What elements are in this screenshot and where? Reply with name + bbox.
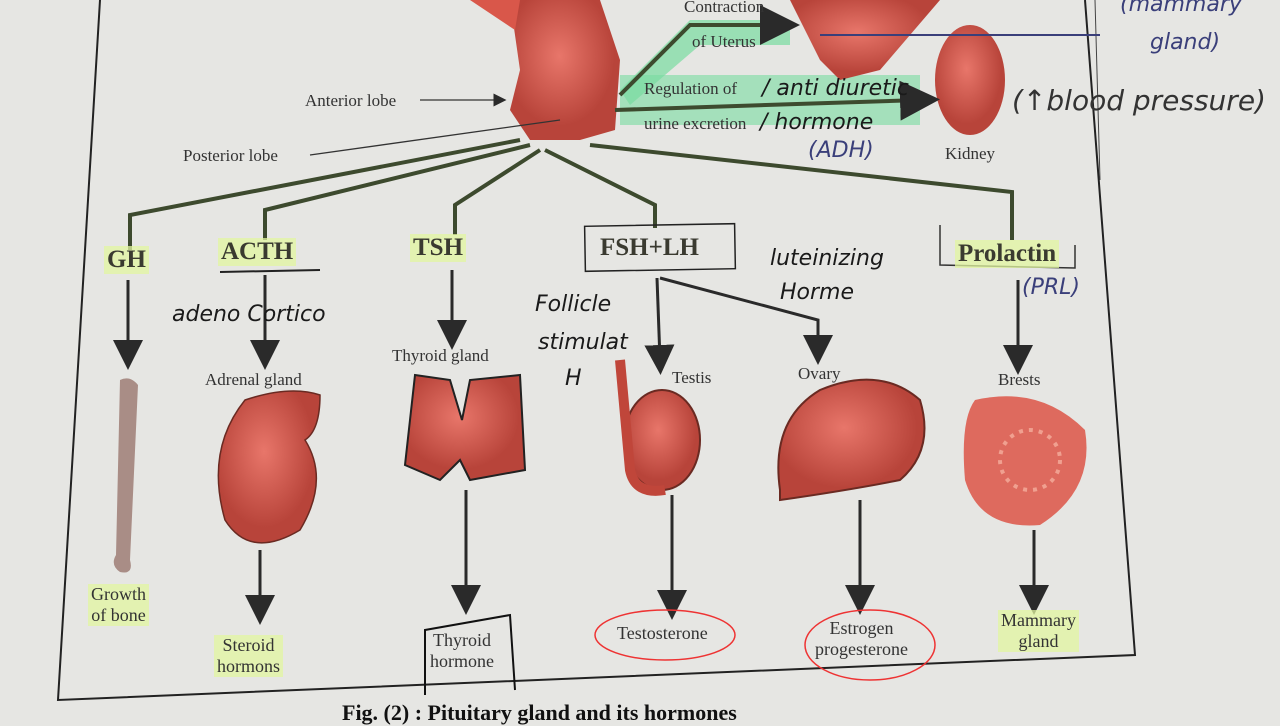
hormone-acth: ACTH xyxy=(218,238,297,266)
effect-line-1: Mammary xyxy=(1001,610,1076,630)
effect-line-1: Thyroid xyxy=(432,630,491,650)
note-fsh-3: H xyxy=(565,366,582,391)
hormone-tsh: TSH xyxy=(410,234,467,262)
hormone-fsh-lh: FSH+LH xyxy=(600,234,699,261)
note-lh-2: Horme xyxy=(780,280,855,305)
note-top-right-1: (mammary xyxy=(1120,0,1242,17)
effect-line-2: hormons xyxy=(217,656,280,676)
target-ovary: Ovary xyxy=(798,364,841,383)
uterus-label-2: of Uterus xyxy=(692,32,756,51)
breast xyxy=(963,396,1087,526)
effect-line-1: Estrogen xyxy=(829,618,894,638)
arrows xyxy=(113,270,1049,625)
effect-line-2: gland xyxy=(1018,631,1059,651)
effect-line-2: of bone xyxy=(91,605,146,625)
pituitary-gland xyxy=(470,0,620,140)
bone xyxy=(113,378,138,573)
effect-line-1: Testosterone xyxy=(617,623,708,643)
figure-frame xyxy=(56,0,1137,702)
target-breasts: Brests xyxy=(998,370,1041,389)
anterior-lobe-label: Anterior lobe xyxy=(305,91,397,110)
ovary xyxy=(777,378,926,502)
effect-line-1: Steroid xyxy=(222,635,275,655)
figure-caption: Fig. (2) : Pituitary gland and its hormo… xyxy=(342,700,737,725)
hormone-branches xyxy=(128,138,1014,250)
thyroid xyxy=(403,373,527,482)
note-top-right-2: gland) xyxy=(1150,30,1221,55)
adrenal-kidney xyxy=(217,390,321,544)
effect-line-2: hormone xyxy=(430,651,494,671)
regulation-label-2: urine excretion xyxy=(644,114,747,133)
target-testis: Testis xyxy=(672,368,712,387)
note-acth: adeno Cortico xyxy=(172,302,326,327)
note-fsh-1: Follicle xyxy=(535,292,612,317)
target-thyroid: Thyroid gland xyxy=(392,346,489,365)
posterior-lobe-label: Posterior lobe xyxy=(183,146,278,165)
note-adh-3: (ADH) xyxy=(808,138,874,163)
hormone-prolactin: Prolactin xyxy=(955,240,1060,268)
kidney-top xyxy=(935,25,1005,135)
uterus-label-1: Contraction xyxy=(684,0,765,16)
effect-line-2: progesterone xyxy=(815,639,908,659)
note-adh-1: / anti diuretic xyxy=(762,76,909,101)
note-prl: (PRL) xyxy=(1022,275,1080,300)
note-adh-2: / hormone xyxy=(760,110,874,135)
kidney-label: Kidney xyxy=(945,144,996,163)
note-lh-1: luteinizing xyxy=(770,246,884,271)
uterus xyxy=(790,0,940,80)
regulation-label-1: Regulation of xyxy=(644,79,738,98)
target-adrenal: Adrenal gland xyxy=(205,370,302,389)
effect-testosterone: Testosterone xyxy=(617,623,708,644)
note-blood-pressure: (↑blood pressure) xyxy=(1012,84,1266,117)
note-fsh-2: stimulat xyxy=(538,330,628,355)
hormone-gh: GH xyxy=(104,246,149,274)
effect-line-1: Growth xyxy=(91,584,146,604)
